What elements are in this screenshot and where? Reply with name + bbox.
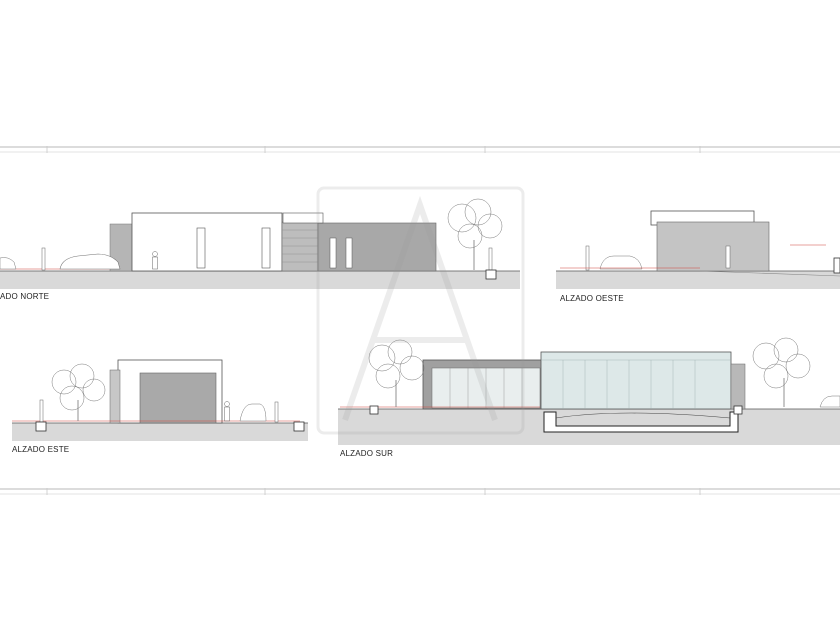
basement-section [543,411,739,433]
letter-a-logo-watermark [316,186,525,435]
sheet-frame [0,146,840,495]
ground-strip [0,271,520,289]
ground-strip [556,271,840,289]
car-outline [59,253,121,270]
elevation-sur [338,337,840,445]
elevation-label-norte: ADO NORTE [0,292,49,301]
ground-strip [12,423,308,441]
tree [51,363,106,421]
wall-volume [317,222,437,272]
tree [368,339,425,407]
house-volume [131,212,283,272]
elevation-este [12,359,308,441]
tree [447,198,503,270]
elevation-label-oeste: ALZADO OESTE [560,294,624,303]
wall-volume [656,221,770,272]
elevation-norte [0,198,520,289]
elevation-oeste [556,210,840,289]
garage-door [281,221,319,272]
garage-door [139,372,217,424]
elevation-label-sur: ALZADO SUR [340,449,393,458]
glass-facade [540,351,732,410]
elevation-label-este: ALZADO ESTE [12,445,69,454]
tree [752,337,811,407]
